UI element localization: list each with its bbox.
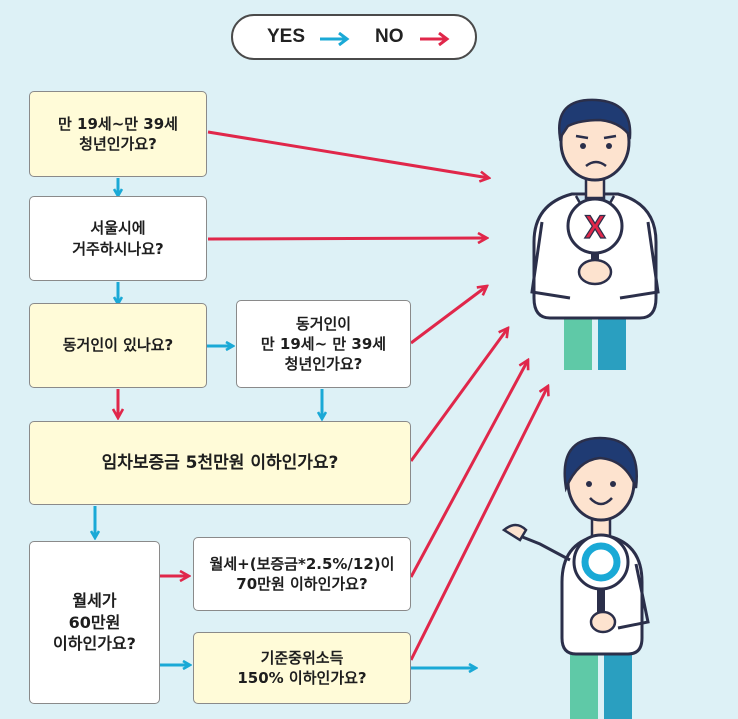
legend-no-label: NO	[375, 26, 404, 47]
legend-yes-arrow-icon	[320, 32, 350, 46]
node-seoul-residence: 서울시에 거주하시나요?	[29, 196, 207, 281]
node-income: 기준중위소득 150% 이하인가요?	[193, 632, 411, 704]
woman-hand	[589, 610, 617, 634]
legend-yes-label: YES	[267, 26, 306, 47]
node-monthly-rent: 월세가 60만원 이하인가요?	[29, 541, 160, 704]
legend: YES NO	[231, 14, 477, 60]
node-deposit: 임차보증금 5천만원 이하인가요?	[29, 421, 411, 505]
woman-right-leg	[604, 652, 632, 719]
svg-text:X: X	[584, 209, 606, 245]
man-left-leg	[564, 316, 592, 370]
x-sign-icon	[566, 197, 624, 255]
man-hands	[577, 258, 613, 286]
man-right-leg	[598, 316, 626, 370]
rejected-character-illustration: X	[530, 98, 660, 370]
node-age-check: 만 19세~만 39세 청년인가요?	[29, 91, 207, 177]
woman-hair	[563, 436, 638, 493]
node-converted-rent: 월세+(보증금*2.5%/12)이 70만원 이하인가요?	[193, 537, 411, 611]
node-cohabitant-age: 동거인이 만 19세~ 만 39세 청년인가요?	[236, 300, 411, 388]
woman-pointing-hand	[501, 523, 528, 542]
legend-no-arrow-icon	[420, 32, 450, 46]
woman-left-leg	[570, 652, 598, 719]
man-hair	[558, 98, 632, 142]
svg-text:O: O	[599, 564, 602, 569]
approved-character-illustration: O	[501, 436, 650, 719]
node-cohabitant: 동거인이 있나요?	[29, 303, 207, 388]
